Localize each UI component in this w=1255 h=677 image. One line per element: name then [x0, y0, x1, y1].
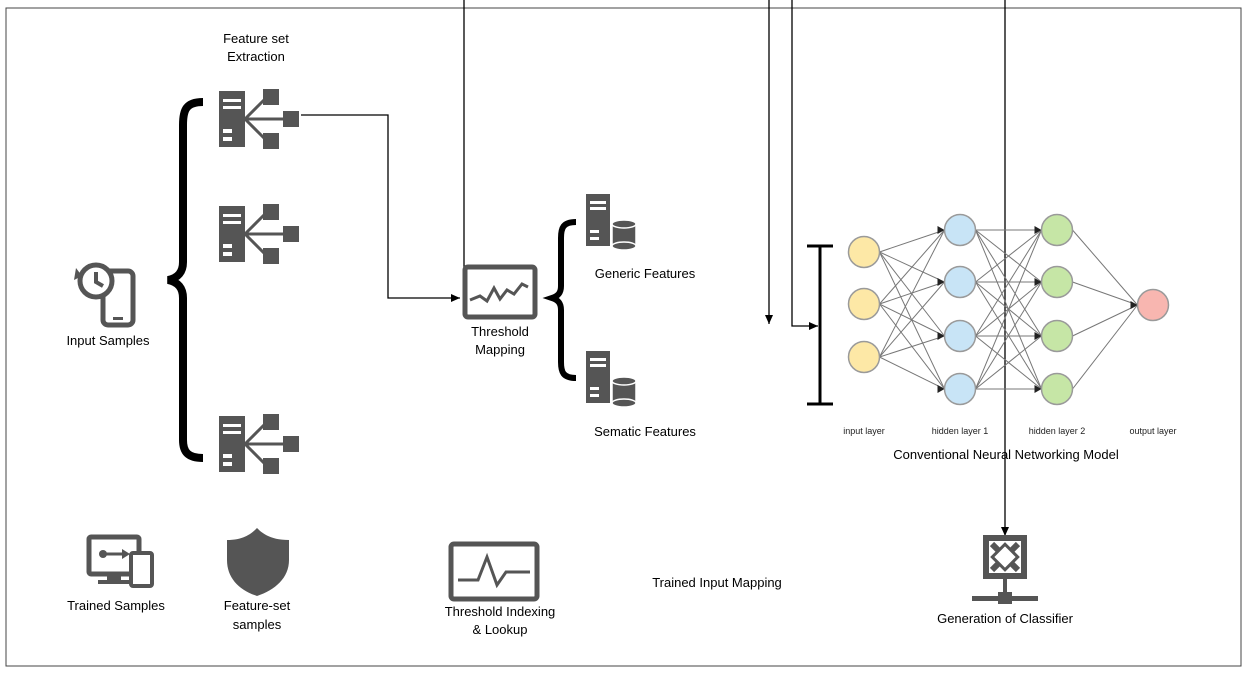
generic-features-label: Generic Features — [595, 266, 696, 281]
server-network-icon — [217, 202, 301, 266]
nn-edge — [975, 229, 1042, 337]
nn-edge-arrowhead — [937, 278, 945, 286]
monitor-transfer-icon — [86, 534, 154, 588]
nn-hidden2-node — [1040, 213, 1074, 247]
monitor-pulse-icon — [448, 541, 540, 602]
threshold-mapping-label-1: Threshold — [471, 324, 529, 339]
nn-edge — [1072, 304, 1138, 337]
nn-hidden2-node — [1040, 372, 1074, 406]
nn-edge — [879, 229, 945, 305]
network-hub-icon — [972, 535, 1038, 604]
trained-samples-label: Trained Samples — [67, 598, 165, 613]
feature-set-extraction-label-1: Feature set — [223, 31, 289, 46]
hidden-layer-2-label: hidden layer 2 — [1029, 426, 1086, 436]
nn-edges — [879, 226, 1138, 393]
nn-edge-arrowhead — [1034, 385, 1042, 393]
nn-hidden1-node — [943, 265, 977, 299]
nn-edge — [1072, 304, 1138, 390]
nn-edge — [879, 356, 945, 390]
nn-edge-arrowhead — [1034, 278, 1042, 286]
nn-input-bracket — [807, 244, 833, 406]
nn-edge — [1072, 229, 1138, 306]
hidden-layer-1-label: hidden layer 1 — [932, 426, 989, 436]
server-network-icon — [217, 412, 301, 476]
nn-hidden2-node — [1040, 319, 1074, 353]
nn-edge — [879, 281, 945, 358]
monitor-chart-icon — [462, 264, 538, 320]
mobile-history-icon — [74, 262, 136, 328]
arrow-top-to-nn — [791, 0, 818, 330]
nn-edge-arrowhead — [937, 226, 945, 234]
nn-edge-arrowhead — [1034, 332, 1042, 340]
arrow-extraction-to-threshold — [301, 114, 460, 302]
nn-input-node — [847, 235, 881, 269]
nn-edge — [879, 229, 945, 358]
nn-hidden1-node — [943, 213, 977, 247]
server-database-icon — [585, 193, 637, 251]
input-layer-label: input layer — [843, 426, 885, 436]
nn-edge — [975, 281, 1042, 390]
nn-edge — [975, 229, 1042, 283]
left-brace — [166, 98, 204, 462]
nn-input-node — [847, 287, 881, 321]
diagram-frame — [5, 7, 1242, 667]
nn-hidden1-node — [943, 319, 977, 353]
sematic-features-label: Sematic Features — [594, 424, 696, 439]
threshold-indexing-label-2: & Lookup — [473, 622, 528, 637]
nn-hidden1-node — [943, 372, 977, 406]
output-layer-label: output layer — [1129, 426, 1176, 436]
nn-output-node — [1136, 288, 1170, 322]
nn-edge-arrowhead — [1034, 226, 1042, 234]
input-samples-label: Input Samples — [66, 333, 150, 348]
feature-set-samples-label-2: samples — [233, 617, 282, 632]
nn-edge-arrowhead — [1130, 301, 1138, 309]
shield-icon — [227, 528, 289, 596]
server-database-icon — [585, 350, 637, 408]
model-caption: Conventional Neural Networking Model — [893, 447, 1119, 462]
nn-hidden2-node — [1040, 265, 1074, 299]
nn-edge — [975, 229, 1042, 390]
threshold-indexing-label-1: Threshold Indexing — [445, 604, 556, 619]
nn-edge-arrowhead — [937, 332, 945, 340]
nn-input-node — [847, 340, 881, 374]
trained-input-mapping-label: Trained Input Mapping — [652, 575, 782, 590]
nn-edge — [879, 229, 945, 253]
nn-edge — [1072, 281, 1138, 306]
middle-brace — [542, 219, 577, 381]
nn-edge — [879, 335, 945, 358]
nn-edge-arrowhead — [937, 385, 945, 393]
nn-edge — [975, 335, 1042, 390]
server-network-icon — [217, 87, 301, 151]
nn-nodes — [847, 213, 1170, 406]
feature-set-samples-label-1: Feature-set — [224, 598, 291, 613]
threshold-mapping-label-2: Mapping — [475, 342, 525, 357]
feature-set-extraction-label-2: Extraction — [227, 49, 285, 64]
generation-of-classifier-label: Generation of Classifier — [937, 611, 1074, 626]
